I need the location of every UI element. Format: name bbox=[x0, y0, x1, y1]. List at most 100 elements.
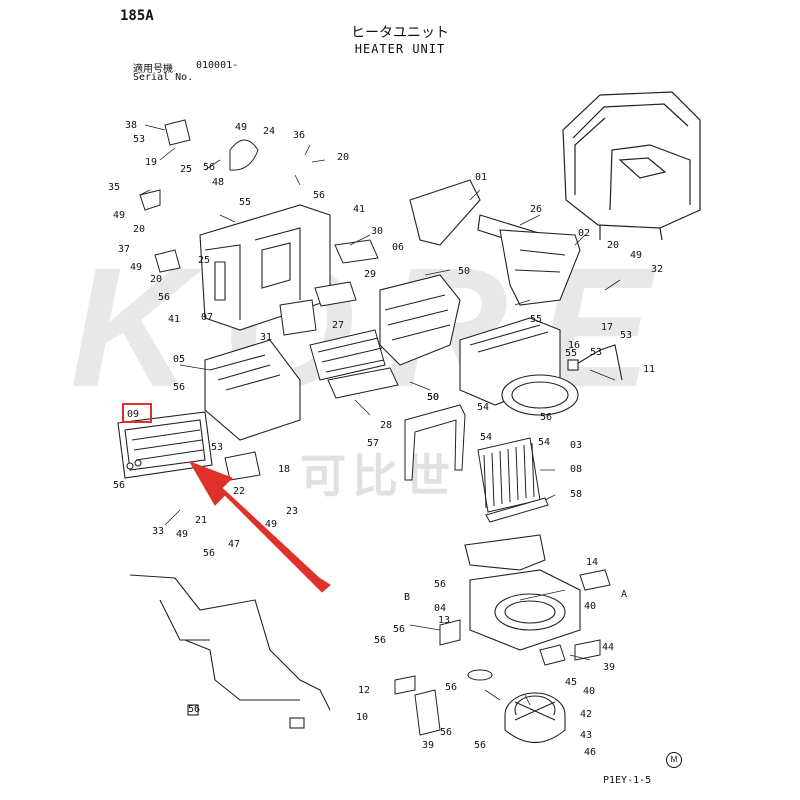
part-callout-56: 56 bbox=[393, 624, 405, 635]
part-callout-01: 01 bbox=[475, 172, 487, 183]
part-callout-29: 29 bbox=[364, 269, 376, 280]
part-callout-54: 54 bbox=[477, 402, 489, 413]
part-callout-49: 49 bbox=[113, 210, 125, 221]
cable-11 bbox=[567, 344, 623, 381]
part-callout-11: 11 bbox=[643, 364, 655, 375]
part-callout-22: 22 bbox=[233, 486, 245, 497]
part-callout-20: 20 bbox=[133, 224, 145, 235]
part-callout-05: 05 bbox=[173, 354, 185, 365]
part-callout-57: 57 bbox=[367, 438, 379, 449]
part-callout-41: 41 bbox=[353, 204, 365, 215]
part-callout-56: 56 bbox=[113, 480, 125, 491]
page-code: 185A bbox=[120, 8, 154, 24]
part-callout-54: 54 bbox=[538, 437, 550, 448]
part-callout-30: 30 bbox=[371, 226, 383, 237]
part-callout-49: 49 bbox=[235, 122, 247, 133]
part-callout-40: 40 bbox=[584, 601, 596, 612]
part-callout-20: 20 bbox=[337, 152, 349, 163]
part-callout-43: 43 bbox=[580, 730, 592, 741]
part-callout-31: 31 bbox=[260, 332, 272, 343]
part-callout-35: 35 bbox=[108, 182, 120, 193]
part-callout-03: 03 bbox=[570, 440, 582, 451]
lower-blower-housing bbox=[464, 534, 581, 651]
page-title-en: HEATER UNIT bbox=[354, 42, 446, 56]
part-callout-53: 53 bbox=[211, 442, 223, 453]
heater-core bbox=[117, 411, 213, 479]
part-callout-49: 49 bbox=[130, 262, 142, 273]
part-callout-39: 39 bbox=[603, 662, 615, 673]
part-callout-45: 45 bbox=[565, 677, 577, 688]
part-callout-02: 02 bbox=[578, 228, 590, 239]
part-callout-10: 10 bbox=[356, 712, 368, 723]
highlight-annotation bbox=[122, 403, 331, 593]
part-callout-56: 56 bbox=[374, 635, 386, 646]
part-callout-25: 25 bbox=[180, 164, 192, 175]
part-callout-56: 56 bbox=[203, 162, 215, 173]
part-callout-12: 12 bbox=[358, 685, 370, 696]
part-callout-17: 17 bbox=[601, 322, 613, 333]
watermark-subtext: 可比世 bbox=[300, 450, 456, 502]
part-callout-53: 53 bbox=[590, 347, 602, 358]
part-callout-42: 42 bbox=[580, 709, 592, 720]
part-callout-56: 56 bbox=[173, 382, 185, 393]
page-title-jp: ヒータユニット bbox=[351, 25, 449, 41]
part-callout-53: 53 bbox=[133, 134, 145, 145]
part-callout-20: 20 bbox=[607, 240, 619, 251]
part-callout-56: 56 bbox=[434, 579, 446, 590]
m-circle-mark: M bbox=[666, 752, 682, 768]
red-arrow bbox=[188, 461, 331, 593]
part-callout-19: 19 bbox=[145, 157, 157, 168]
part-callout-50: 50 bbox=[458, 266, 470, 277]
part-callout-41: 41 bbox=[168, 314, 180, 325]
part-callout-56: 56 bbox=[440, 727, 452, 738]
part-callout-a: A bbox=[621, 589, 627, 600]
part-callout-08: 08 bbox=[570, 464, 582, 475]
small-parts bbox=[139, 119, 611, 736]
part-callout-50: 50 bbox=[427, 392, 439, 403]
part-callout-56: 56 bbox=[313, 190, 325, 201]
part-callout-b: B bbox=[404, 592, 410, 603]
part-callout-16: 16 bbox=[568, 340, 580, 351]
part-callout-28: 28 bbox=[380, 420, 392, 431]
heater-unit-housing bbox=[199, 204, 461, 441]
part-callout-52: 52 bbox=[0, 0, 12, 3]
part-callout-36: 36 bbox=[293, 130, 305, 141]
part-callout-56: 56 bbox=[158, 292, 170, 303]
bracket-57 bbox=[404, 404, 466, 481]
part-callout-55: 55 bbox=[530, 314, 542, 325]
wire-harness bbox=[129, 574, 331, 729]
part-callout-54: 54 bbox=[480, 432, 492, 443]
part-callout-56: 56 bbox=[474, 740, 486, 751]
leader-lines bbox=[139, 124, 621, 706]
part-callout-26: 26 bbox=[530, 204, 542, 215]
part-callout-49: 49 bbox=[176, 529, 188, 540]
filter-panels bbox=[279, 239, 399, 399]
part-callout-04: 04 bbox=[434, 603, 446, 614]
highlight-box bbox=[122, 403, 152, 423]
part-callout-50: 50 bbox=[427, 392, 439, 403]
serial-value: 010001- bbox=[196, 60, 239, 71]
part-callout-09: 09 bbox=[127, 409, 139, 420]
part-callout-39: 39 bbox=[422, 740, 434, 751]
part-callout-40: 40 bbox=[583, 686, 595, 697]
part-callout-32: 32 bbox=[651, 264, 663, 275]
part-callout-56: 56 bbox=[203, 548, 215, 559]
part-callout-48: 48 bbox=[212, 177, 224, 188]
part-callout-44: 44 bbox=[602, 642, 614, 653]
part-callout-27: 27 bbox=[332, 320, 344, 331]
part-callout-21: 21 bbox=[195, 515, 207, 526]
footer-code: P1EY-1-5 bbox=[603, 775, 652, 786]
part-callout-56: 56 bbox=[188, 704, 200, 715]
part-callout-13: 13 bbox=[438, 615, 450, 626]
blower-motor bbox=[504, 692, 566, 743]
part-callout-37: 37 bbox=[118, 244, 130, 255]
part-callout-24: 24 bbox=[263, 126, 275, 137]
part-callout-49: 49 bbox=[265, 519, 277, 530]
part-callout-53: 53 bbox=[620, 330, 632, 341]
part-callout-38: 38 bbox=[125, 120, 137, 131]
serial-label-jp: 適用号機 bbox=[133, 64, 173, 75]
upper-ducts bbox=[409, 179, 581, 306]
